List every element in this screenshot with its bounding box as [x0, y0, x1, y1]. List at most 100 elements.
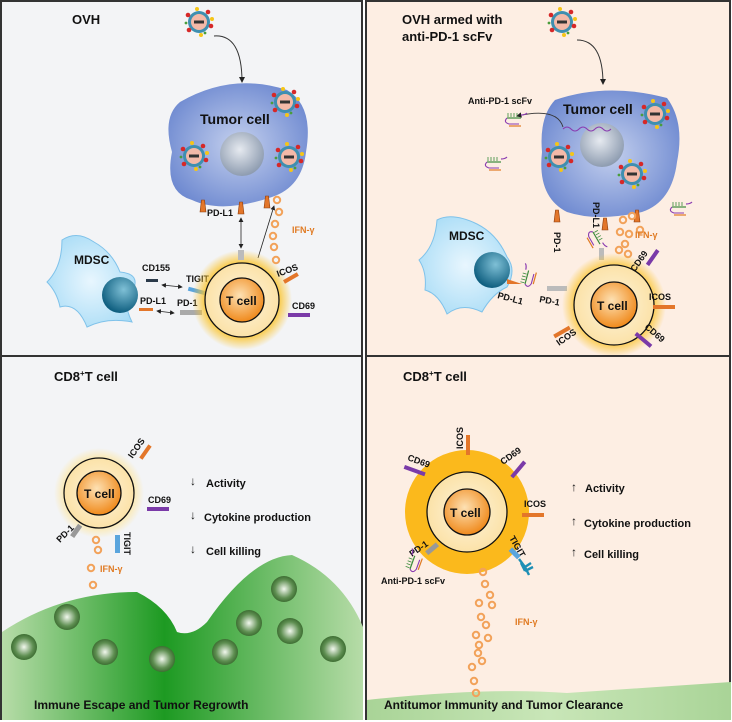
tumor-nucleus [580, 123, 624, 167]
mdsc-label: MDSC [449, 229, 485, 243]
cd69-bottom-receptor [634, 331, 653, 348]
panel-title-line1: OVH armed with [402, 12, 502, 27]
t-cell-label: T cell [597, 299, 628, 313]
cd69-right-receptor [510, 460, 527, 479]
pd-1-receptor [547, 286, 567, 291]
pd-1-receptor [70, 523, 83, 539]
pd-l1-label: PD-L1 [207, 208, 233, 218]
effect-killing: Cell killing [206, 546, 261, 558]
pd-1-receptor [238, 250, 244, 260]
panel-title-line2: anti-PD-1 scFv [402, 29, 493, 44]
t-cell-label: T cell [226, 294, 257, 308]
t-cell-core [443, 488, 491, 536]
icos-bottom-receptor [553, 325, 571, 339]
cd69-receptor [147, 507, 169, 511]
ifn-gamma-label: IFN-γ [635, 230, 658, 240]
pd-1-label: PD-1 [177, 298, 198, 308]
effects-list: ↓ Activity ↓ Cytokine production ↓ Cell … [190, 474, 311, 558]
effects-list: ↑ Activity ↑ Cytokine production ↑ Cell … [571, 480, 691, 561]
ifn-gamma-particles [467, 567, 497, 698]
effect-activity: Activity [206, 478, 247, 490]
pd-l1-mdsc-receptor [507, 279, 522, 284]
mdsc-nucleus [102, 277, 138, 313]
scfv-icon [504, 112, 528, 127]
panel-cd8-clearance: CD8+T cell T cell ICOS CD69 CD69 ICOS PD… [365, 355, 731, 720]
icos-right-label: ICOS [524, 499, 546, 509]
mdsc-label: MDSC [74, 253, 110, 267]
panel-ovh-armed: OVH armed with anti-PD-1 scFv Tumor cell… [365, 0, 731, 357]
cd155-receptor [146, 279, 158, 282]
effect-arrow-up-icon: ↑ [571, 545, 577, 559]
ifn-gamma-label: IFN-γ [292, 225, 315, 235]
panel-title: CD8+T cell [54, 369, 118, 384]
tumor-tissue [367, 682, 731, 720]
icos-right-receptor [653, 305, 675, 309]
t-cell-label: T cell [450, 506, 481, 520]
pd-l1-label: PD-L1 [591, 202, 601, 228]
pd-l1-receptor-icon [601, 217, 609, 231]
pd-1-receptor [425, 542, 440, 556]
mrna-strand [562, 126, 612, 132]
mdsc-cell [418, 216, 513, 315]
scfv-bound-icon [519, 262, 539, 289]
ifn-gamma-label: IFN-γ [100, 564, 123, 574]
effect-arrow-down-icon: ↓ [190, 474, 196, 488]
pd-1-receptor [180, 310, 202, 315]
panel-caption: Antitumor Immunity and Tumor Clearance [384, 698, 623, 712]
effect-killing: Cell killing [584, 549, 639, 561]
scfv-label: Anti-PD-1 scFv [381, 576, 445, 586]
cd69-left-receptor [403, 465, 426, 477]
pd-l1-receptor-icon [553, 209, 561, 223]
tumor-cell-label: Tumor cell [200, 111, 270, 127]
effect-cytokine: Cytokine production [584, 518, 691, 530]
scfv-icon [669, 201, 693, 216]
pd-l1-mdsc-label: PD-L1 [496, 290, 524, 306]
ifn-gamma-label: IFN-γ [515, 617, 538, 627]
tigit-receptor [115, 535, 120, 553]
icos-receptor [139, 444, 152, 460]
tumor-nucleus [220, 132, 264, 176]
t-cell-core [219, 277, 265, 323]
effect-cytokine: Cytokine production [204, 512, 311, 524]
cd69-receptor [288, 313, 310, 317]
icos-right-label: ICOS [649, 292, 671, 302]
panel-cd8-escape: CD8+T cell T cell ICOS CD69 PD-1 TIGIT I… [0, 355, 363, 720]
tumor-cells [11, 576, 346, 672]
effect-arrow-up-icon: ↑ [571, 480, 577, 494]
t-cell-label: T cell [84, 487, 115, 501]
cd155-label: CD155 [142, 263, 170, 273]
t-cell-core [76, 470, 122, 516]
cd69-label: CD69 [148, 495, 171, 505]
effect-arrow-down-icon: ↓ [190, 508, 196, 522]
tumor-tissue [2, 555, 363, 720]
t-cell-core [590, 281, 638, 329]
panel-caption: Immune Escape and Tumor Regrowth [34, 698, 248, 712]
panel-title: OVH [72, 12, 100, 27]
icos-top-receptor [466, 435, 470, 455]
pd-l1-mdsc-label: PD-L1 [140, 296, 166, 306]
panel-title: CD8+T cell [403, 369, 467, 384]
pd-1-top-label: PD-1 [552, 232, 562, 253]
infection-arrow [576, 39, 606, 85]
effect-arrow-down-icon: ↓ [190, 542, 196, 556]
infection-arrow [213, 35, 245, 83]
cd69-right-label: CD69 [498, 445, 523, 466]
scfv-icon [484, 156, 508, 171]
pd-l1-mdsc-receptor [139, 308, 153, 311]
effect-arrow-up-icon: ↑ [571, 514, 577, 528]
effect-activity: Activity [585, 483, 626, 495]
tigit-label: TIGIT [122, 532, 132, 555]
cd69-label: CD69 [292, 301, 315, 311]
tumor-cell-label: Tumor cell [563, 101, 633, 117]
virus-icon [184, 7, 214, 37]
icos-top-label: ICOS [455, 427, 465, 449]
virus-icon [547, 7, 577, 37]
scfv-label: Anti-PD-1 scFv [468, 96, 532, 106]
pd-1-label: PD-1 [539, 294, 561, 307]
scfv-bound-icon [584, 227, 608, 254]
panel-ovh: OVH Tumor cell PD-L1 IFN-γ MDSC CD155 TI… [0, 0, 363, 357]
tigit-receptor [508, 547, 521, 560]
antibody-icon [518, 558, 534, 576]
mdsc-nucleus [474, 252, 510, 288]
cd69-top-receptor [645, 249, 660, 267]
